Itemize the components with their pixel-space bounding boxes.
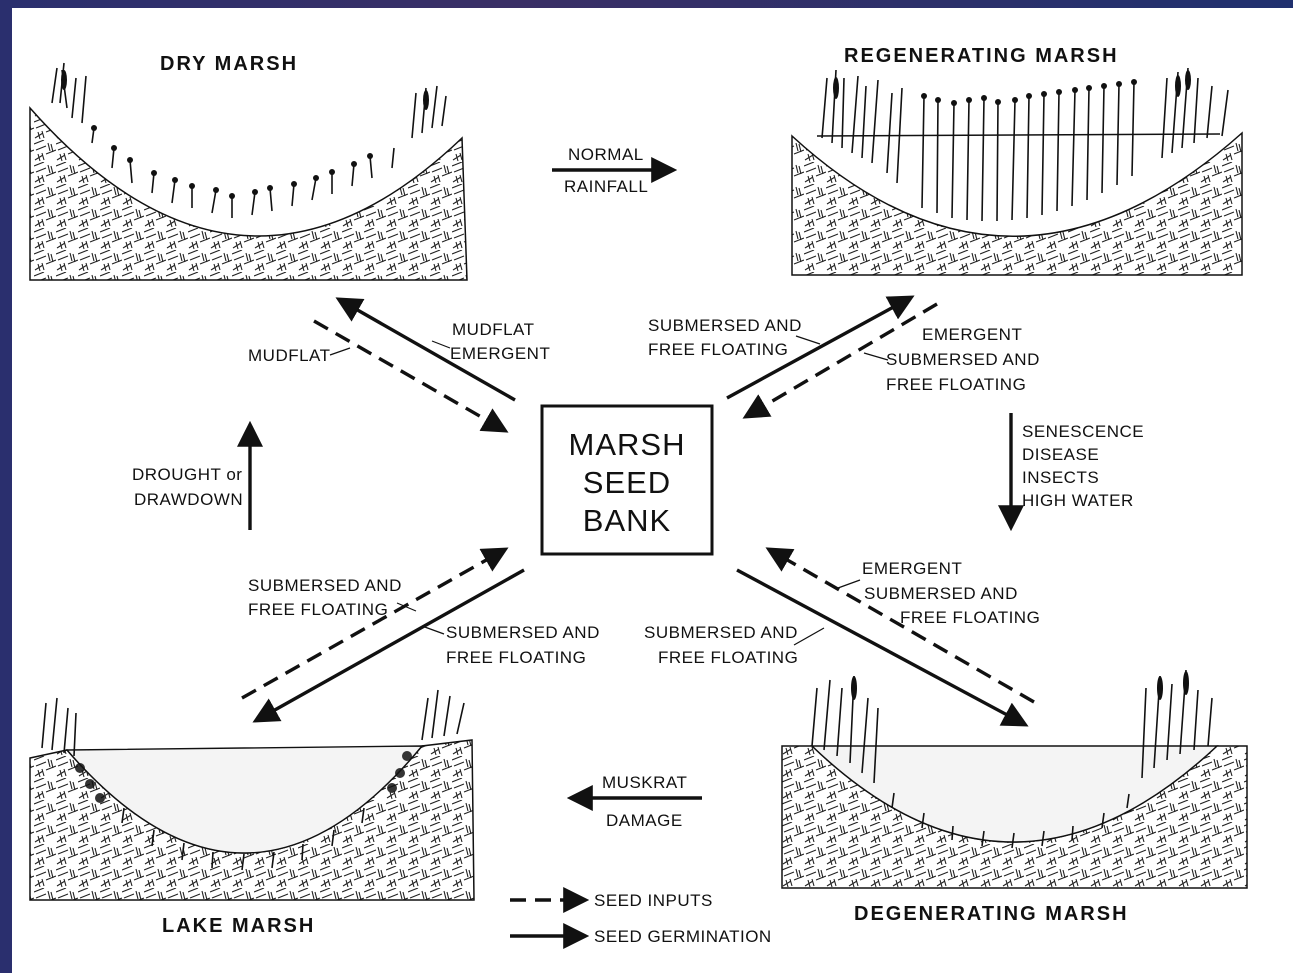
regen-germ-label-2: FREE FLOATING <box>648 340 788 359</box>
lake-germ-label-1: SUBMERSED AND <box>446 623 600 642</box>
regenerating-marsh-title: REGENERATING MARSH <box>844 45 1119 67</box>
drought-label: DROUGHT or <box>132 465 242 484</box>
lake-input-label-1: SUBMERSED AND <box>248 576 402 595</box>
legend-germination-label: SEED GERMINATION <box>594 927 772 946</box>
lake-marsh-illustration <box>30 690 474 900</box>
degen-input-label-1: EMERGENT <box>862 559 962 578</box>
damage-label: DAMAGE <box>606 811 683 830</box>
dry-germ-label-1: MUDFLAT <box>452 320 535 339</box>
dry-input-label: MUDFLAT <box>248 346 331 365</box>
regen-input-label-2: SUBMERSED AND <box>886 350 1040 369</box>
regen-input-label-1: EMERGENT <box>922 325 1022 344</box>
rainfall-label: RAINFALL <box>564 177 648 196</box>
regenerating-marsh-illustration <box>792 68 1242 275</box>
high-water-label: HIGH WATER <box>1022 491 1134 510</box>
insects-label: INSECTS <box>1022 468 1099 487</box>
lake-germ-label-2: FREE FLOATING <box>446 648 586 667</box>
seed-bank-line3: BANK <box>583 503 671 538</box>
degen-germ-label-2: FREE FLOATING <box>658 648 798 667</box>
degenerating-marsh-illustration <box>782 670 1247 888</box>
degen-input-label-3: FREE FLOATING <box>900 608 1040 627</box>
senescence-label: SENESCENCE <box>1022 422 1144 441</box>
muskrat-label: MUSKRAT <box>602 773 687 792</box>
degen-input-label-2: SUBMERSED AND <box>864 584 1018 603</box>
dry-germ-label-2: EMERGENT <box>450 344 550 363</box>
dry-marsh-title: DRY MARSH <box>160 53 298 75</box>
seed-bank-line2: SEED <box>583 465 671 500</box>
drawdown-label: DRAWDOWN <box>134 490 243 509</box>
dry-marsh-illustration <box>30 63 467 280</box>
lake-marsh-title: LAKE MARSH <box>162 915 315 937</box>
legend-inputs-label: SEED INPUTS <box>594 891 713 910</box>
degenerating-marsh-title: DEGENERATING MARSH <box>854 903 1129 925</box>
disease-label: DISEASE <box>1022 445 1099 464</box>
regen-input-label-3: FREE FLOATING <box>886 375 1026 394</box>
lake-input-label-2: FREE FLOATING <box>248 600 388 619</box>
marsh-cycle-diagram: DRY MARSH REGENERATING MARSH <box>12 8 1293 973</box>
normal-label: NORMAL <box>568 145 644 164</box>
seed-bank-line1: MARSH <box>569 427 686 462</box>
diagram-panel: DRY MARSH REGENERATING MARSH <box>12 8 1293 973</box>
regen-germ-label-1: SUBMERSED AND <box>648 316 802 335</box>
degen-germ-label-1: SUBMERSED AND <box>644 623 798 642</box>
